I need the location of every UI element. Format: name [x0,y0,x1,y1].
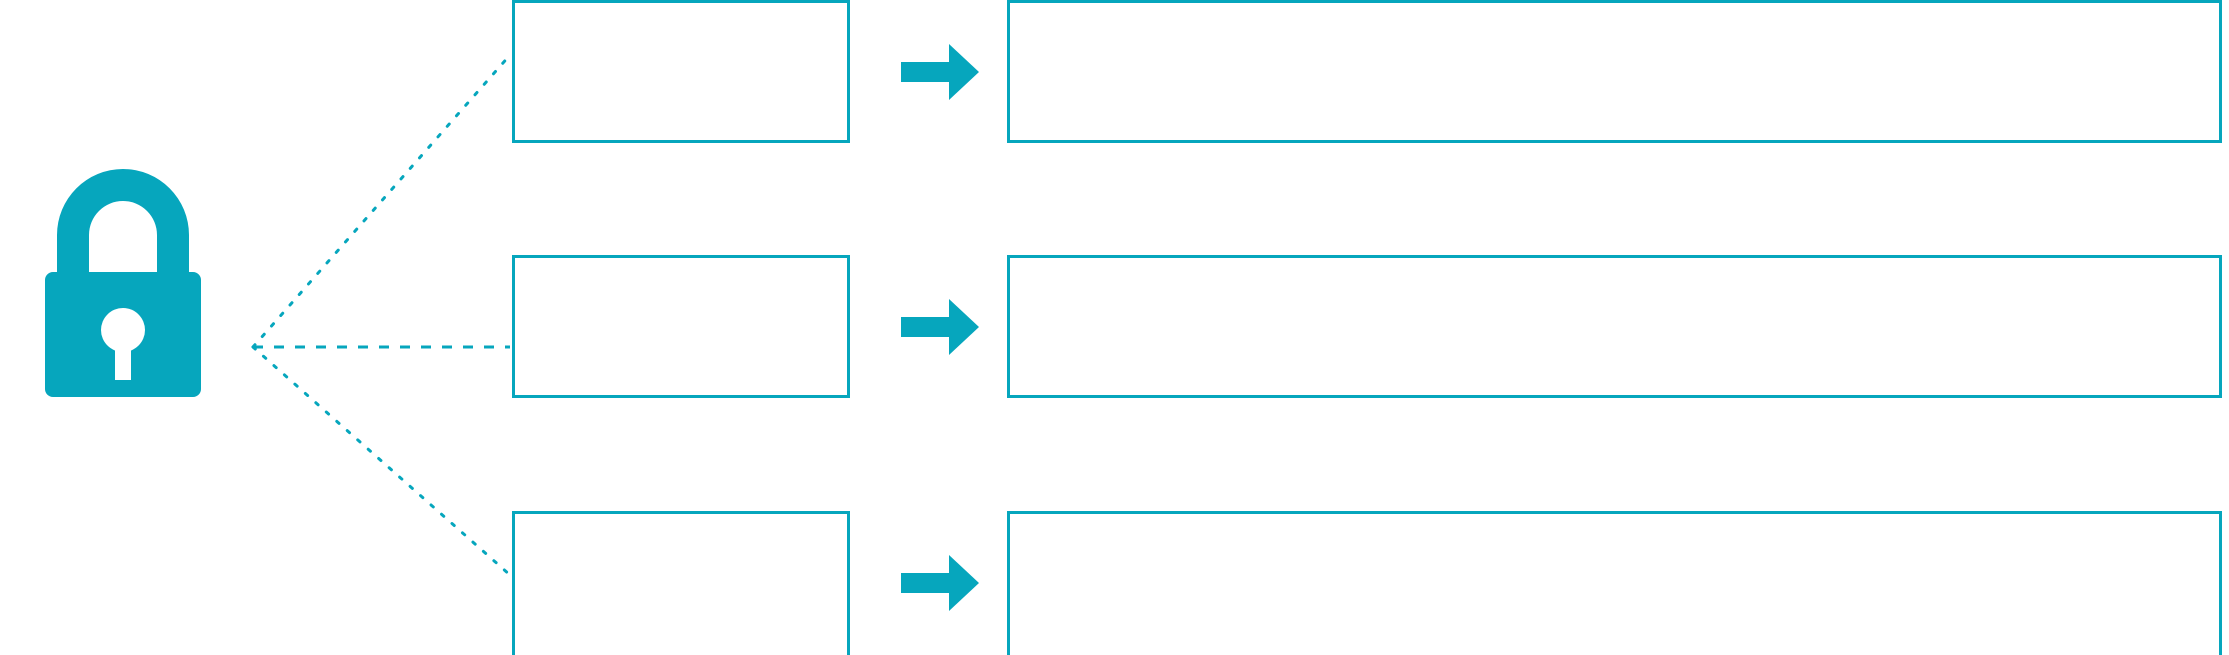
lock-icon [28,150,218,460]
small-box[interactable] [512,0,850,143]
arrow-right-icon [901,511,983,655]
small-box[interactable] [512,511,850,655]
big-box[interactable] [1007,0,2222,143]
big-box[interactable] [1007,255,2222,398]
arrow-right-icon [901,255,983,398]
diagram-row [0,511,2229,655]
big-box[interactable] [1007,511,2222,655]
arrow-right-icon [901,0,983,143]
small-box[interactable] [512,255,850,398]
diagram-row [0,0,2229,143]
diagram-row [0,255,2229,398]
